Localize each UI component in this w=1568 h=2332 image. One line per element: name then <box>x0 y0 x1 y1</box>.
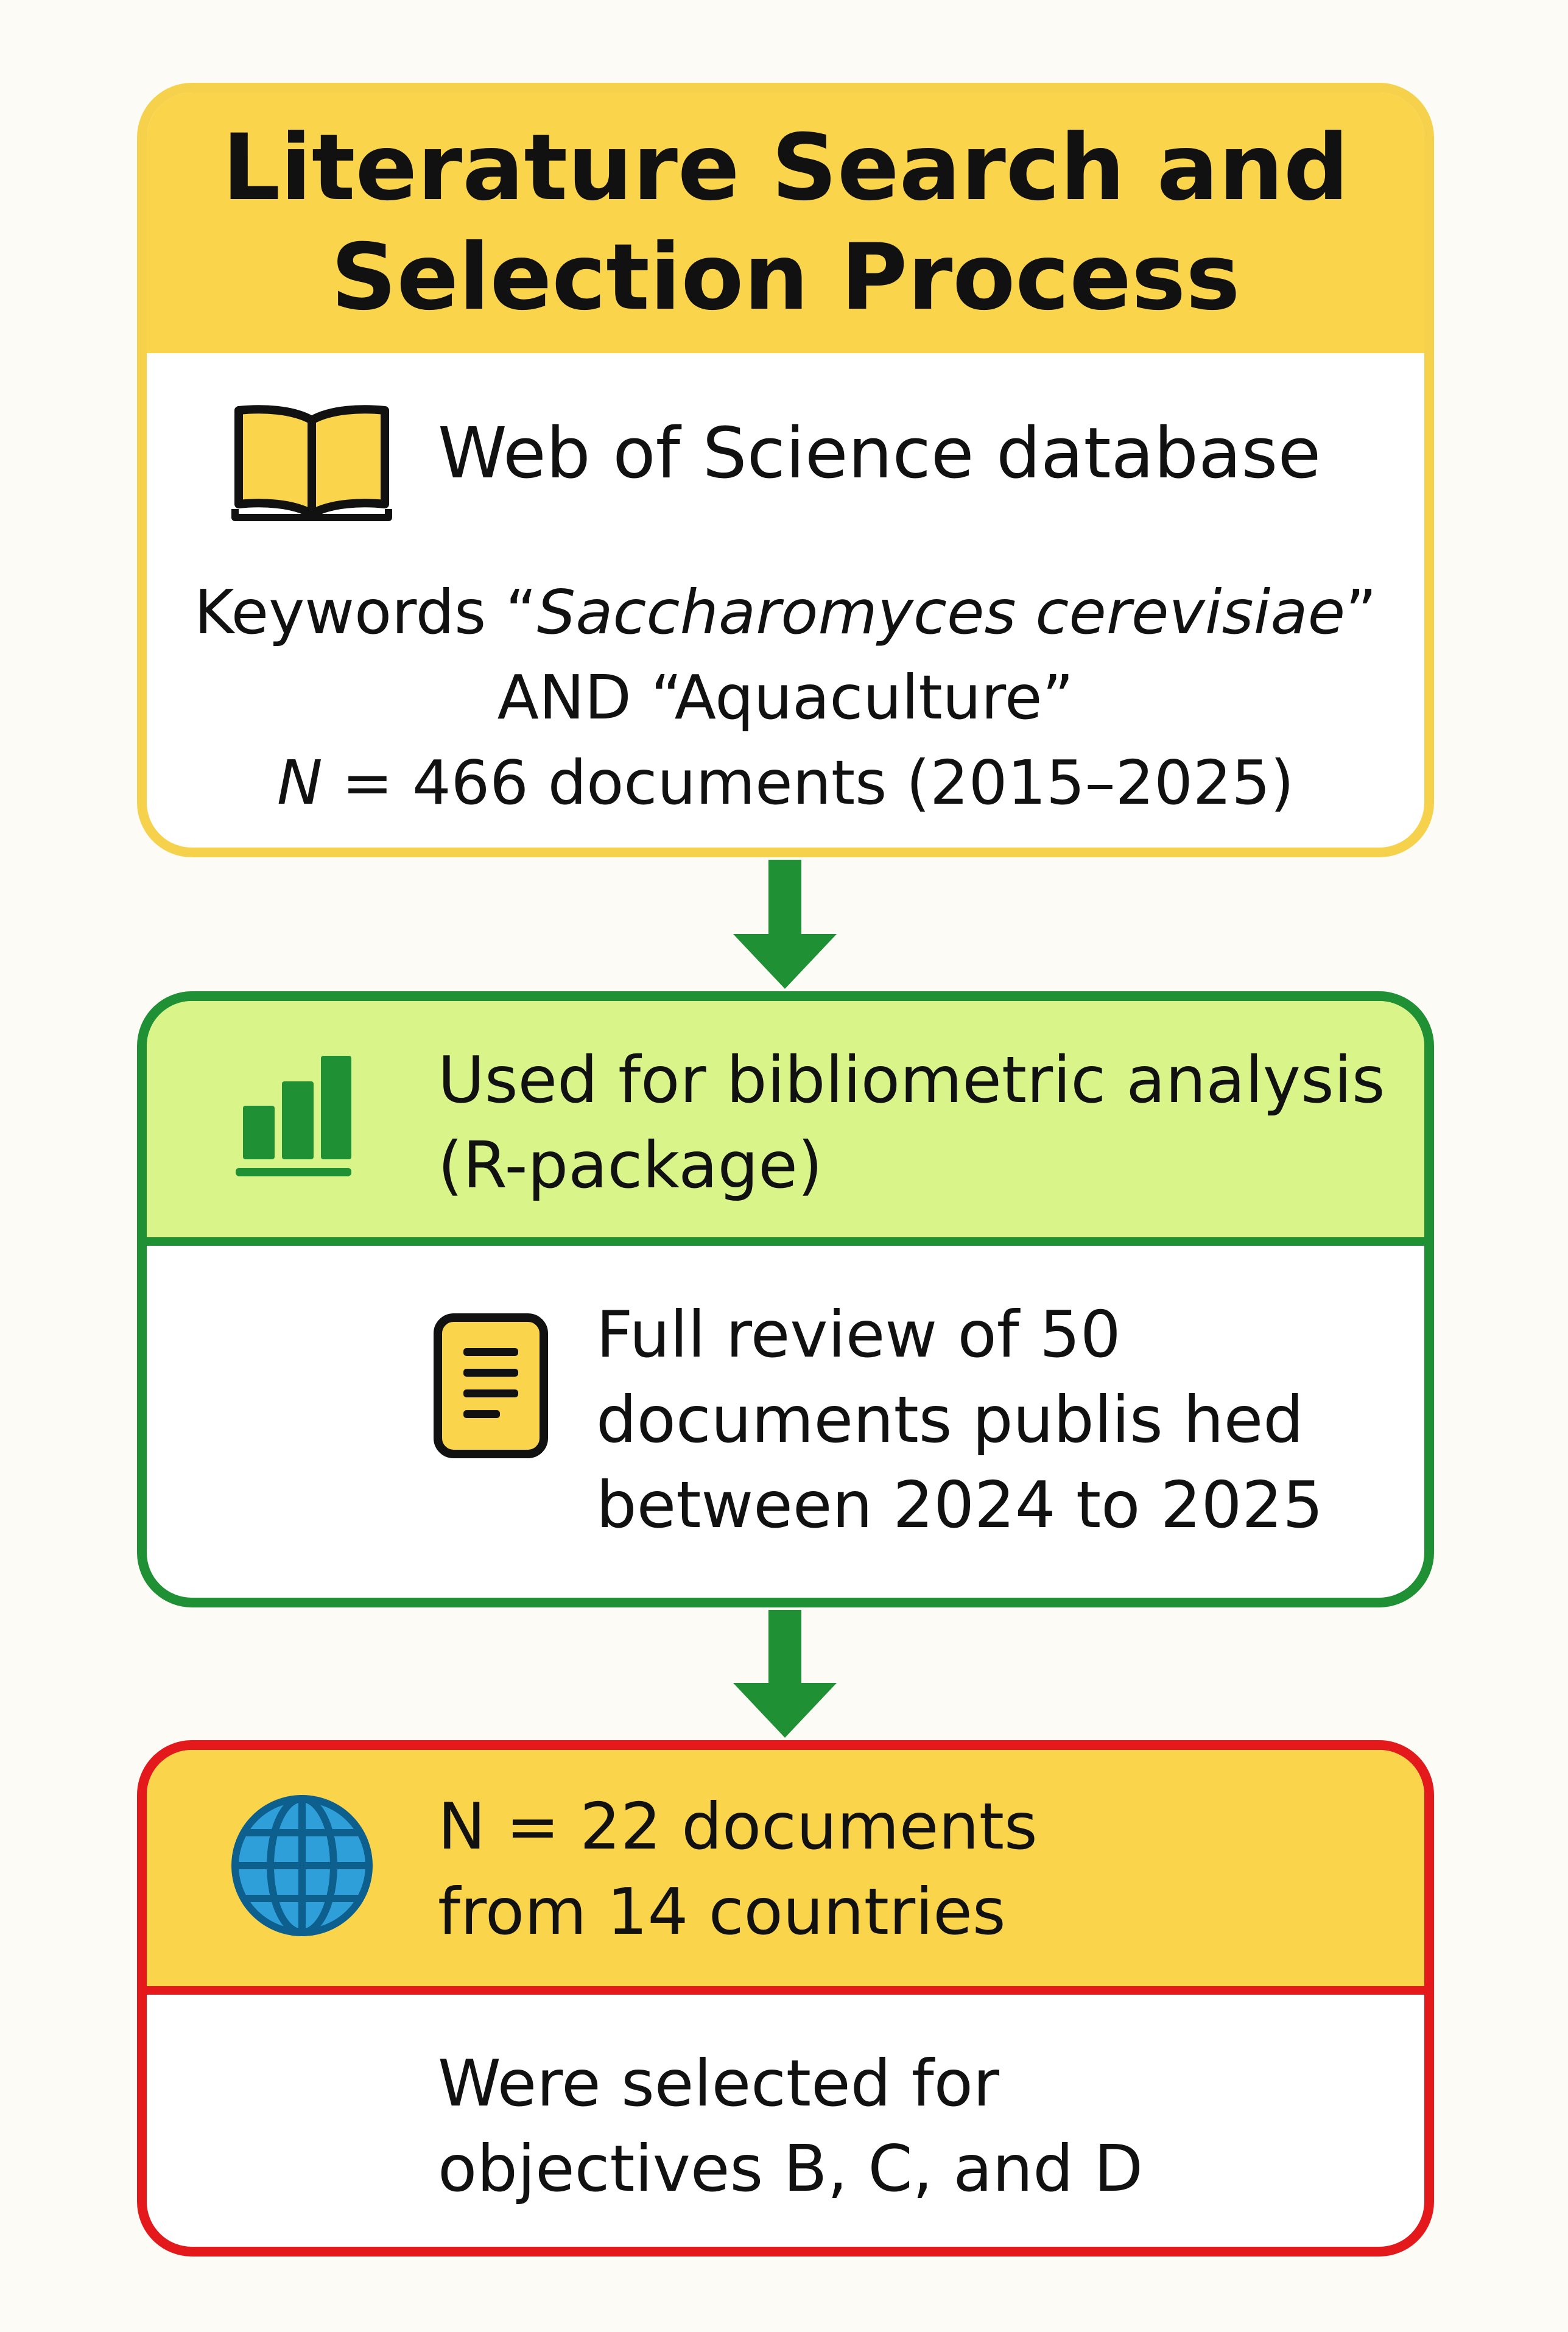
review-details: Full review of 50 documents publis hed b… <box>147 1246 1424 1598</box>
document-icon <box>434 1313 548 1458</box>
document-count-line: N = 466 documents (2015–2025) <box>147 740 1424 826</box>
bar-chart-icon <box>236 1056 351 1176</box>
database-name: Web of Science database <box>438 413 1321 494</box>
analysis-band: Used for bibliometric analysis (R-packag… <box>147 1001 1424 1246</box>
selection-step-box: N = 22 documents from 14 countries Were … <box>137 1740 1434 2256</box>
result-line-2: from 14 countries <box>438 1875 1006 1949</box>
selection-details: Were selected for objectives B, C, and D <box>147 1995 1424 2247</box>
review-line-2: documents publis hed <box>596 1383 1304 1457</box>
arrow-down-icon <box>733 1610 837 1738</box>
analysis-step-box: Used for bibliometric analysis (R-packag… <box>137 991 1434 1607</box>
selected-line-1: Were selected for <box>438 2046 1000 2121</box>
search-step-box: Literature Search and Selection Process … <box>137 83 1434 857</box>
count-symbol: N <box>276 747 323 818</box>
keywords-prefix: Keywords “ <box>194 577 537 648</box>
analysis-line-2: (R-package) <box>438 1128 823 1203</box>
search-details: Web of Science database Keywords “Saccha… <box>147 353 1424 848</box>
keyword-species: Saccharomyces cerevisiae <box>536 577 1346 648</box>
book-icon <box>231 405 392 521</box>
title-band: Literature Search and Selection Process <box>147 93 1424 353</box>
review-line-1: Full review of 50 <box>596 1298 1121 1372</box>
keywords-line: Keywords “Saccharomyces cerevisiae” <box>147 570 1424 655</box>
analysis-line-1: Used for bibliometric analysis <box>438 1043 1385 1117</box>
title-line-2: Selection Process <box>331 225 1240 331</box>
keyword-aquaculture: AND “Aquaculture” <box>497 662 1074 733</box>
globe-icon <box>231 1795 373 1936</box>
keywords-suffix: ” <box>1345 577 1377 648</box>
selected-line-2: objectives B, C, and D <box>438 2132 1144 2206</box>
review-line-3: between 2024 to 2025 <box>596 1468 1324 1542</box>
title-line-1: Literature Search and <box>222 115 1349 221</box>
selection-band: N = 22 documents from 14 countries <box>147 1750 1424 1995</box>
result-line-1: N = 22 documents <box>438 1789 1038 1864</box>
arrow-down-icon <box>733 860 837 989</box>
count-text: = 466 documents (2015–2025) <box>322 747 1295 818</box>
